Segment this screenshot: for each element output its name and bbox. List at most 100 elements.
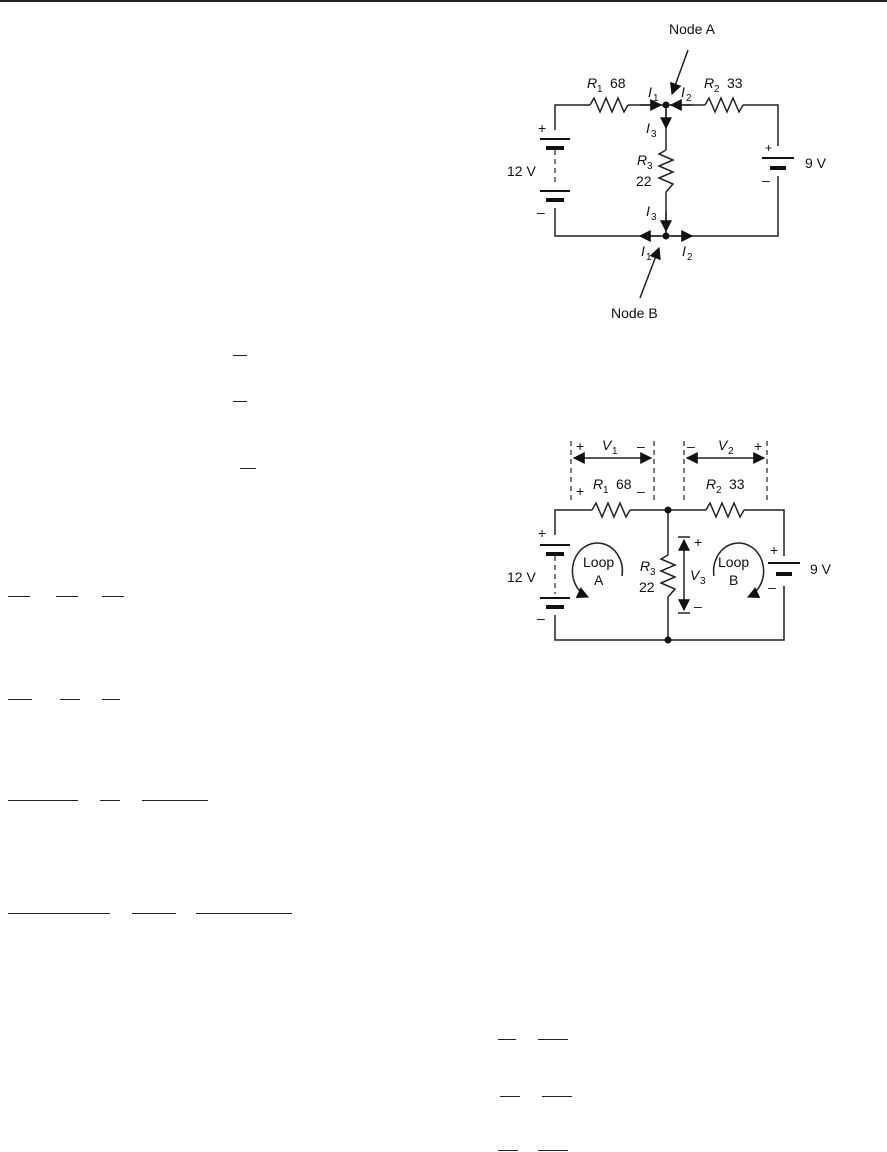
loop-b-letter: B — [729, 572, 738, 588]
wire-bottom-right — [666, 176, 779, 237]
r2-value: 33 — [729, 476, 745, 492]
r1-subscript: 1 — [603, 485, 609, 496]
current-i2-label: I — [681, 84, 685, 100]
r3-value: 22 — [636, 173, 652, 189]
wire-bottom-left — [554, 208, 666, 237]
loop-a-word: Loop — [583, 554, 614, 570]
wire-top-right — [743, 104, 779, 146]
r2-symbol: R — [704, 75, 714, 91]
v2-symbol: V — [718, 437, 729, 453]
v3-minus: – — [694, 598, 702, 614]
battery-9v-minus: – — [768, 579, 776, 595]
fraction-bar — [100, 800, 120, 801]
current-i3-label-bottom: I — [646, 203, 650, 219]
v2-subscript: 2 — [728, 446, 734, 457]
node-top-dot — [664, 506, 672, 514]
current-i1-subscript: 1 — [653, 93, 659, 104]
r1-minus: – — [637, 483, 645, 499]
r3-subscript: 3 — [650, 567, 656, 578]
v2-plus: + — [754, 438, 762, 454]
r3-value: 22 — [639, 579, 655, 595]
r3-subscript: 3 — [647, 161, 653, 172]
node-a-dot — [662, 101, 670, 109]
v1-subscript: 1 — [612, 446, 618, 457]
wire-top-left — [554, 509, 592, 535]
r1-symbol: R — [593, 476, 603, 492]
resistor-r1-symbol — [589, 96, 629, 114]
battery-12v-label: 12 V — [507, 163, 536, 179]
v1-symbol: V — [602, 437, 613, 453]
fraction-bar — [498, 1150, 518, 1151]
wire-top-right — [744, 509, 785, 556]
fraction-bar — [233, 355, 247, 356]
current-i2-label-bottom: I — [682, 243, 686, 259]
battery-12v-minus: – — [537, 610, 545, 626]
r2-symbol: R — [706, 476, 716, 492]
battery-9v-minus: – — [762, 172, 770, 188]
v1-plus: + — [576, 438, 584, 454]
battery-9v-label: 9 V — [810, 561, 832, 577]
r2-value: 33 — [727, 75, 743, 91]
fraction-bar — [240, 468, 256, 469]
node-a-label: Node A — [669, 21, 716, 37]
current-i3-label: I — [646, 120, 650, 136]
loop-a-arrow — [571, 542, 624, 598]
fraction-bar — [498, 1039, 516, 1040]
resistor-r2-symbol — [705, 501, 745, 519]
current-i1-subscript-bottom: 1 — [646, 252, 652, 263]
r1-plus: + — [576, 483, 584, 499]
resistor-r3-symbol — [659, 554, 677, 598]
fraction-bar — [538, 1039, 568, 1040]
node-bottom-dot — [664, 636, 672, 644]
battery-9v-plus: + — [770, 542, 778, 558]
current-i2-subscript-bottom: 2 — [687, 252, 693, 263]
fraction-bar — [102, 596, 124, 597]
loop-b-arrow — [712, 542, 765, 598]
loop-b-word: Loop — [718, 554, 749, 570]
fraction-bar — [233, 401, 247, 402]
r3-symbol: R — [640, 558, 650, 574]
page-top-rule — [0, 0, 887, 2]
fraction-bar — [142, 800, 208, 801]
node-b-label: Node B — [611, 305, 658, 321]
r1-symbol: R — [587, 75, 597, 91]
fraction-bar — [500, 1096, 520, 1097]
fraction-bar — [60, 699, 80, 700]
battery-12v-plus: + — [538, 525, 546, 541]
current-i3-subscript-bottom: 3 — [651, 212, 657, 223]
resistor-r1-symbol — [591, 501, 631, 519]
wire-top-left — [554, 104, 590, 130]
fraction-bar — [196, 913, 292, 914]
current-i2-subscript: 2 — [686, 93, 692, 104]
fraction-bar — [8, 596, 30, 597]
v1-minus: – — [637, 438, 645, 454]
v2-minus: – — [687, 438, 695, 454]
current-i1-label: I — [648, 84, 652, 100]
current-i3-subscript: 3 — [651, 129, 657, 140]
v3-subscript: 3 — [700, 576, 706, 587]
node-b-pointer — [639, 246, 661, 299]
fraction-bar — [56, 596, 78, 597]
node-b-dot — [662, 232, 670, 240]
v3-plus: + — [694, 534, 702, 550]
fraction-bar — [8, 800, 78, 801]
r3-symbol: R — [637, 152, 647, 168]
fraction-bar — [102, 699, 120, 700]
resistor-r2-symbol — [704, 96, 744, 114]
loop-a-letter: A — [594, 572, 604, 588]
resistor-r3-symbol — [657, 149, 675, 193]
fraction-bar — [132, 913, 176, 914]
node-a-pointer — [670, 49, 689, 96]
wire-bottom — [554, 586, 785, 641]
battery-12v-label: 12 V — [507, 569, 536, 585]
r2-subscript: 2 — [716, 485, 722, 496]
current-i1-label-bottom: I — [641, 243, 645, 259]
battery-12v-minus: – — [537, 204, 545, 220]
r1-value: 68 — [610, 75, 626, 91]
battery-12v-plus: + — [538, 120, 546, 136]
battery-9v-plus: + — [765, 141, 772, 155]
fraction-bar — [538, 1150, 568, 1151]
fraction-bar — [542, 1096, 572, 1097]
